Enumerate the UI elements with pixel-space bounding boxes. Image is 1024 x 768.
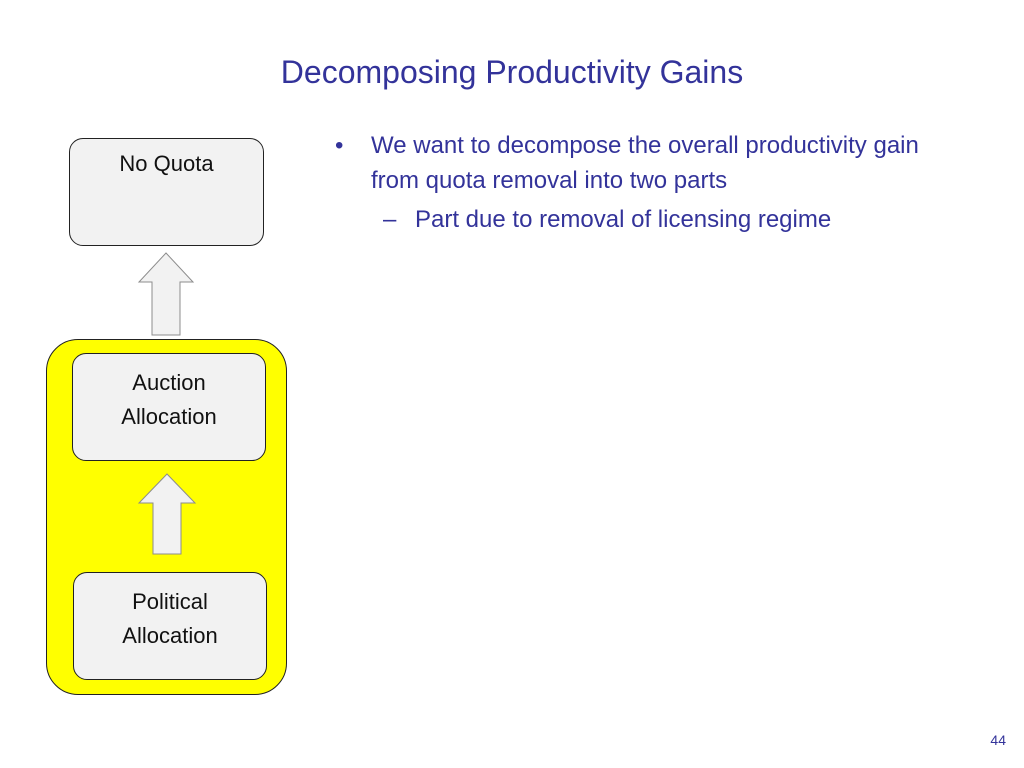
bullet-item: • We want to decompose the overall produ… (333, 128, 953, 198)
slide-title: Decomposing Productivity Gains (280, 54, 744, 90)
sub-bullet-marker: – (383, 206, 397, 233)
bullet-marker: • (335, 132, 344, 159)
page-number: 44 (990, 732, 1006, 748)
bullet-list: • We want to decompose the overall produ… (333, 128, 953, 236)
box-no-quota: No Quota (69, 138, 264, 246)
bullet-text: We want to decompose the overall product… (371, 132, 919, 194)
sub-bullet-text: Part due to removal of licensing regime (415, 206, 832, 233)
box-auction-line-1: Auction (132, 370, 206, 395)
box-political-allocation: Political Allocation (73, 572, 267, 680)
box-political-line-1: Political (132, 589, 208, 614)
box-auction-allocation: Auction Allocation (72, 353, 266, 461)
allocation-diagram: No Quota Auction Allocation Political Al… (0, 0, 320, 768)
sub-bullet-item: – Part due to removal of licensing regim… (333, 204, 953, 236)
box-auction-line-2: Allocation (121, 404, 217, 429)
up-arrow-middle-icon (137, 473, 197, 555)
box-political-line-2: Allocation (122, 623, 218, 648)
up-arrow-top-icon (137, 252, 195, 336)
box-no-quota-label: No Quota (119, 151, 214, 176)
